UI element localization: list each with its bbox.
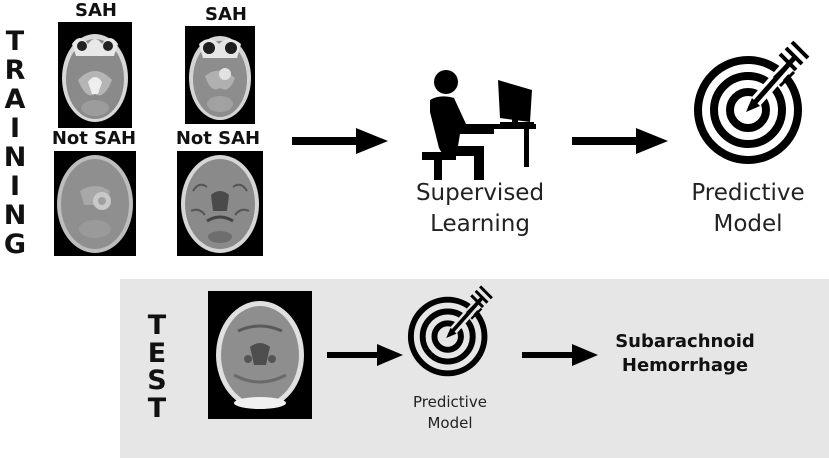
caption-line: Supervised [415, 180, 545, 206]
training-letter: A [4, 84, 26, 115]
scan-label-not-sah-1: Not SAH [51, 128, 137, 149]
caption-line: Predictive [691, 180, 805, 206]
caption-line: Model [713, 211, 783, 237]
target-with-arrows-icon [690, 40, 815, 165]
test-letter: E [147, 337, 167, 369]
caption-line: Model [427, 414, 473, 432]
ct-scan-image [58, 22, 132, 128]
person-at-computer-icon [420, 68, 540, 180]
predictive-model-caption: Predictive Model [678, 178, 818, 240]
supervised-learning-caption: Supervised Learning [395, 178, 565, 240]
ct-scan-image [177, 151, 263, 256]
test-predictive-model-caption: Predictive Model [395, 392, 505, 434]
scan-label-sah-1: SAH [75, 0, 117, 21]
scan-label-not-sah-2: Not SAH [175, 128, 261, 149]
training-letter: I [9, 113, 21, 144]
ct-scan-image [54, 151, 136, 256]
caption-line: Learning [430, 211, 530, 237]
training-letter: G [3, 229, 27, 260]
test-letter: S [147, 365, 167, 397]
training-letter: T [5, 26, 25, 57]
target-with-arrows-icon [405, 285, 497, 377]
training-letter: N [3, 142, 27, 173]
test-vertical-label: T E S T [140, 312, 174, 422]
test-letter: T [147, 310, 167, 341]
flow-arrow [290, 126, 390, 156]
training-letter: I [9, 171, 21, 202]
result-line: Hemorrhage [621, 355, 749, 376]
flow-arrow [325, 342, 405, 368]
caption-line: Predictive [413, 393, 487, 411]
training-letter: N [3, 200, 27, 231]
ct-scan-image [185, 26, 255, 124]
result-line: Subarachnoid [615, 331, 755, 352]
flow-arrow [520, 342, 600, 368]
training-letter: R [4, 55, 26, 86]
ct-scan-image [208, 291, 312, 419]
scan-label-sah-2: SAH [205, 4, 247, 25]
result-label: Subarachnoid Hemorrhage [595, 330, 775, 378]
training-vertical-label: T R A I N I N G [0, 28, 30, 258]
flow-arrow [570, 126, 670, 156]
test-letter: T [147, 392, 167, 424]
